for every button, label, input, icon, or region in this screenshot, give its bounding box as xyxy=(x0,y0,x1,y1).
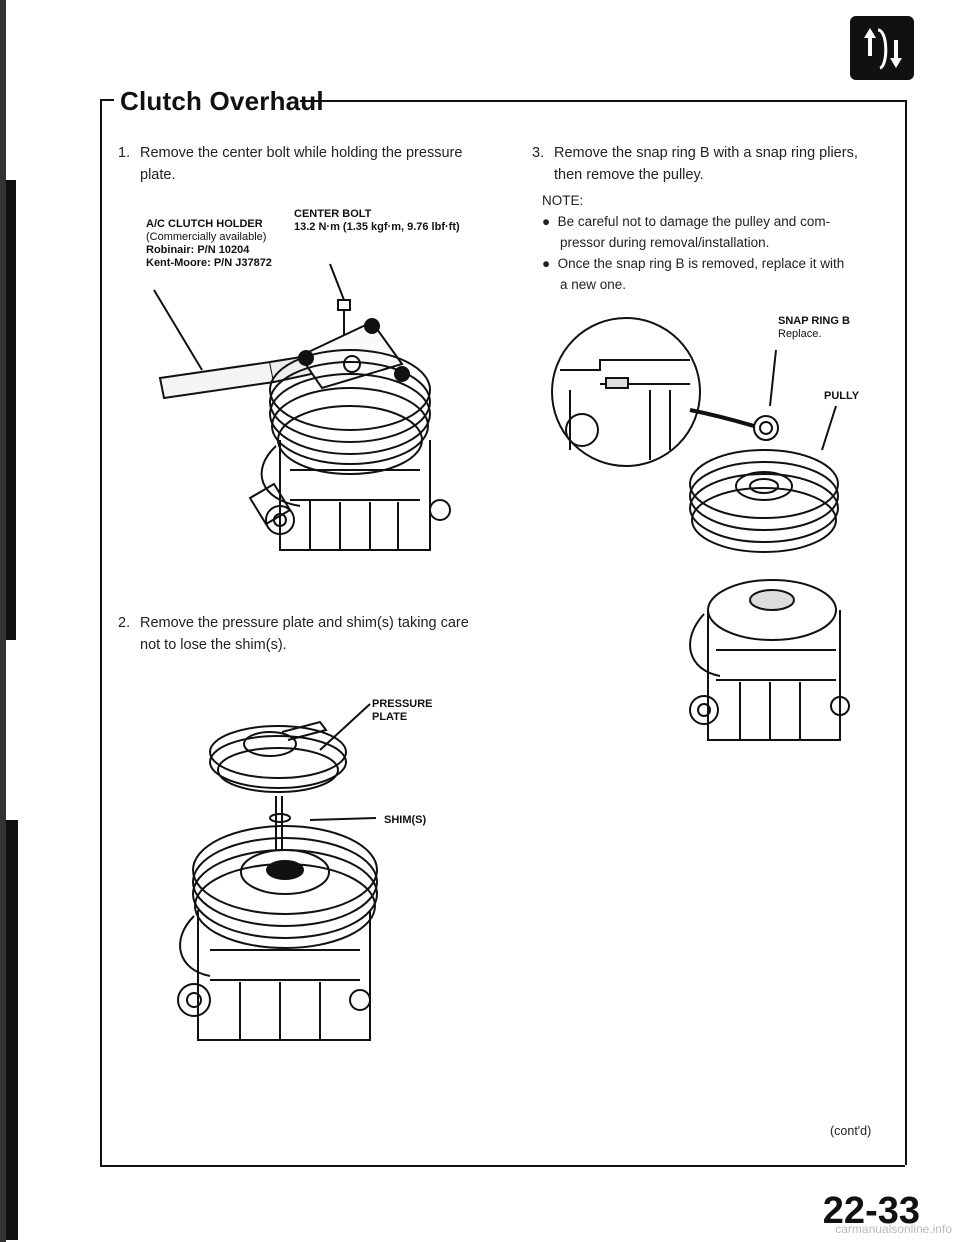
note-2: ● Once the snap ring B is removed, repla… xyxy=(542,253,912,274)
note-2-line1: Once the snap ring B is removed, replace… xyxy=(557,256,845,271)
step-1-number: 1. xyxy=(118,145,131,161)
step-2-line2: not to lose the shim(s). xyxy=(140,637,287,653)
note-1: ● Be careful not to damage the pulley an… xyxy=(542,211,912,232)
section-icon xyxy=(850,16,914,80)
snap-ring-sub-label: Replace. xyxy=(778,328,822,340)
pressure-plate-label-1: PRESSURE xyxy=(372,698,433,710)
watermark: carmanualsonline.info xyxy=(835,1222,952,1236)
frame-bottom xyxy=(100,1165,905,1167)
step-2-line1: Remove the pressure plate and shim(s) ta… xyxy=(140,615,469,631)
title-tick xyxy=(100,99,114,101)
pulley-label: PULLY xyxy=(824,390,860,402)
step-3: 3. Remove the snap ring B with a snap rin… xyxy=(532,142,902,186)
figure1-bolt-label: CENTER BOLT 13.2 N·m (1.35 kgf·m, 9.76 l… xyxy=(294,208,460,234)
note-1-line2: pressor during removal/installation. xyxy=(560,235,770,250)
shims-label: SHIM(S) xyxy=(384,814,427,826)
holder-label: A/C CLUTCH HOLDER xyxy=(146,218,263,230)
note-1-line1: Be careful not to damage the pulley and … xyxy=(557,214,831,229)
figure1-holder-label: A/C CLUTCH HOLDER (Commercially availabl… xyxy=(146,218,272,270)
figure3-snap-ring-label: SNAP RING B Replace. xyxy=(778,315,850,341)
header-rule xyxy=(300,100,905,102)
page-number: 22-33 xyxy=(822,1190,920,1232)
bolt-torque: 13.2 N·m (1.35 kgf·m, 9.76 lbf·ft) xyxy=(294,221,460,233)
figure2-pressure-plate-label: PRESSURE PLATE xyxy=(372,698,433,724)
figure3-snap-ring-illustration xyxy=(551,317,850,741)
step-3-line1: Remove the snap ring B with a snap ring … xyxy=(554,145,858,161)
bullet-icon: ● xyxy=(542,214,558,229)
robinair-label: Robinair: P/N 10204 xyxy=(146,244,250,256)
page-title: Clutch Overhaul xyxy=(120,86,324,116)
step-1-line1: Remove the center bolt while holding the… xyxy=(140,145,463,161)
frame-left xyxy=(100,100,102,1165)
bullet-icon: ● xyxy=(542,256,558,271)
binding-edge xyxy=(0,0,18,1242)
snap-ring-label: SNAP RING B xyxy=(778,315,850,327)
step-1: 1. Remove the center bolt while holding t… xyxy=(118,142,478,186)
note-2-line2: a new one. xyxy=(560,277,627,292)
pressure-plate-label-2: PLATE xyxy=(372,711,408,723)
figure2-pressure-plate-illustration xyxy=(177,703,378,1041)
step-2: 2. Remove the pressure plate and shim(s) … xyxy=(118,612,478,656)
frame-right xyxy=(905,100,907,1165)
step-2-number: 2. xyxy=(118,615,131,631)
step-3-line2: then remove the pulley. xyxy=(554,167,704,183)
kentmoore-label: Kent-Moore: P/N J37872 xyxy=(146,257,272,269)
figure1-compressor-illustration xyxy=(153,263,451,551)
step-3-number: 3. xyxy=(532,145,545,161)
arrows-icon xyxy=(864,28,902,70)
continued-label: (cont'd) xyxy=(830,1124,872,1138)
holder-sub-label: (Commercially available) xyxy=(146,231,267,243)
note-heading: NOTE: xyxy=(542,193,584,208)
note-block: NOTE: ● Be careful not to damage the pul… xyxy=(542,190,912,295)
bolt-label: CENTER BOLT xyxy=(294,208,372,220)
step-1-line2: plate. xyxy=(140,167,176,183)
